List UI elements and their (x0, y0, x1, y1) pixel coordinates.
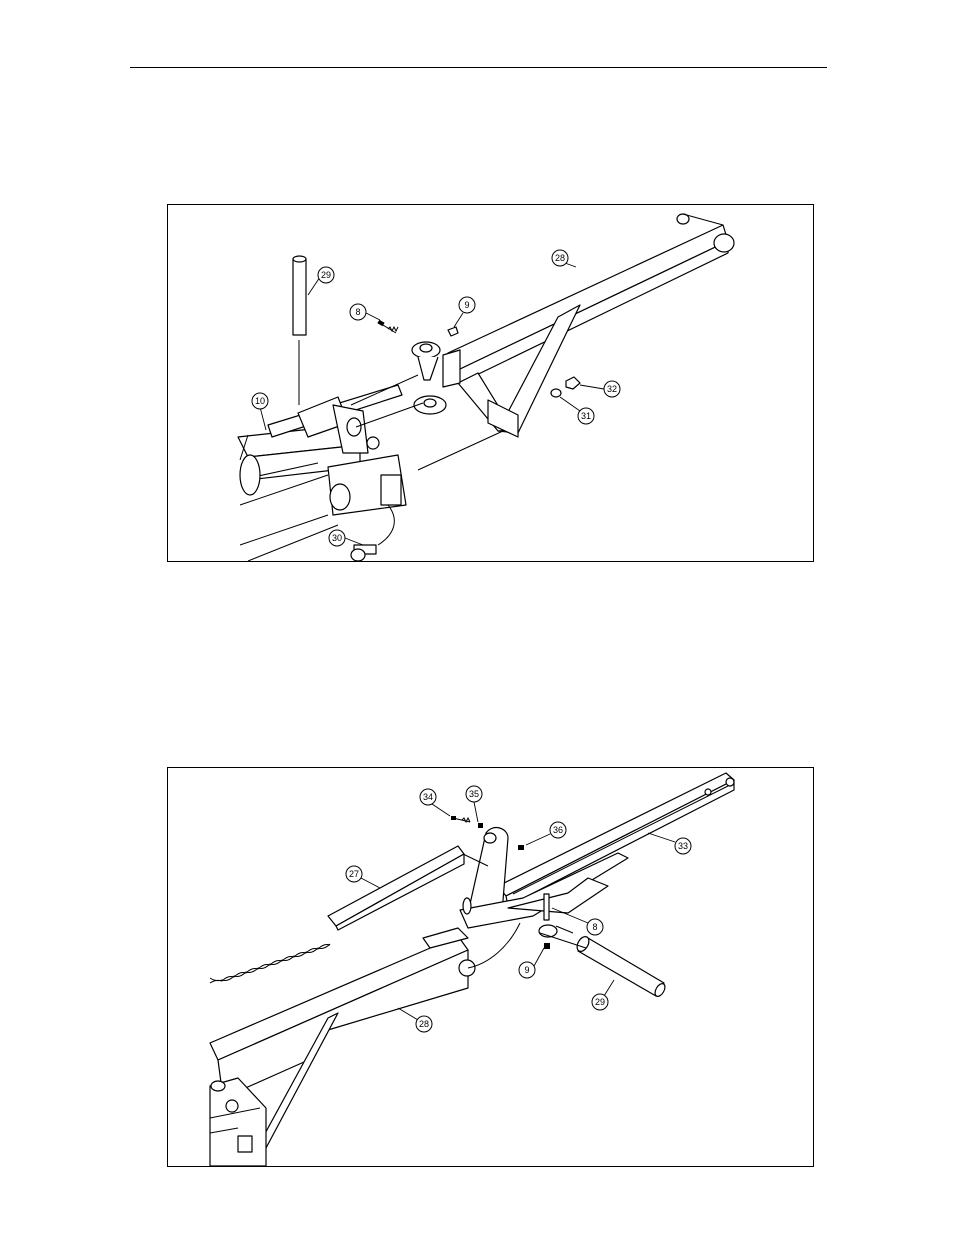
svg-text:27: 27 (349, 869, 359, 879)
callout-36: 36 (526, 822, 566, 845)
svg-text:36: 36 (553, 825, 563, 835)
svg-text:33: 33 (678, 841, 688, 851)
callout-30: 30 (329, 530, 363, 546)
svg-text:34: 34 (423, 792, 433, 802)
callout-29: 29 (592, 980, 614, 1010)
header-rule (130, 67, 827, 68)
svg-text:29: 29 (321, 270, 331, 280)
svg-text:28: 28 (555, 253, 565, 263)
callout-9: 9 (454, 297, 475, 327)
callout-8: 8 (350, 304, 380, 320)
svg-text:9: 9 (464, 300, 469, 310)
callout-28: 28 (552, 250, 576, 267)
figure-2-assembly-drawing: 34 35 36 33 27 8 9 29 28 (167, 767, 814, 1167)
svg-text:35: 35 (469, 789, 479, 799)
callout-29: 29 (308, 267, 334, 295)
callout-10: 10 (252, 393, 268, 430)
callout-28: 28 (398, 1008, 432, 1032)
callout-31: 31 (560, 397, 594, 424)
callout-27: 27 (346, 866, 380, 888)
svg-text:30: 30 (332, 533, 342, 543)
svg-text:31: 31 (581, 411, 591, 421)
callout-35: 35 (466, 786, 482, 822)
svg-text:28: 28 (419, 1019, 429, 1029)
figure-2-parts (210, 773, 734, 1166)
svg-text:29: 29 (595, 997, 605, 1007)
callout-32: 32 (580, 381, 620, 397)
figure-1-assembly-drawing: 29 28 8 9 10 32 31 30 (167, 204, 814, 562)
callout-34: 34 (420, 789, 450, 816)
callout-33: 33 (648, 833, 691, 854)
figure-1-parts (238, 214, 734, 561)
svg-text:8: 8 (355, 307, 360, 317)
callout-9: 9 (519, 948, 544, 978)
svg-text:32: 32 (607, 384, 617, 394)
svg-text:8: 8 (592, 922, 597, 932)
svg-text:10: 10 (255, 396, 265, 406)
svg-text:9: 9 (524, 965, 529, 975)
